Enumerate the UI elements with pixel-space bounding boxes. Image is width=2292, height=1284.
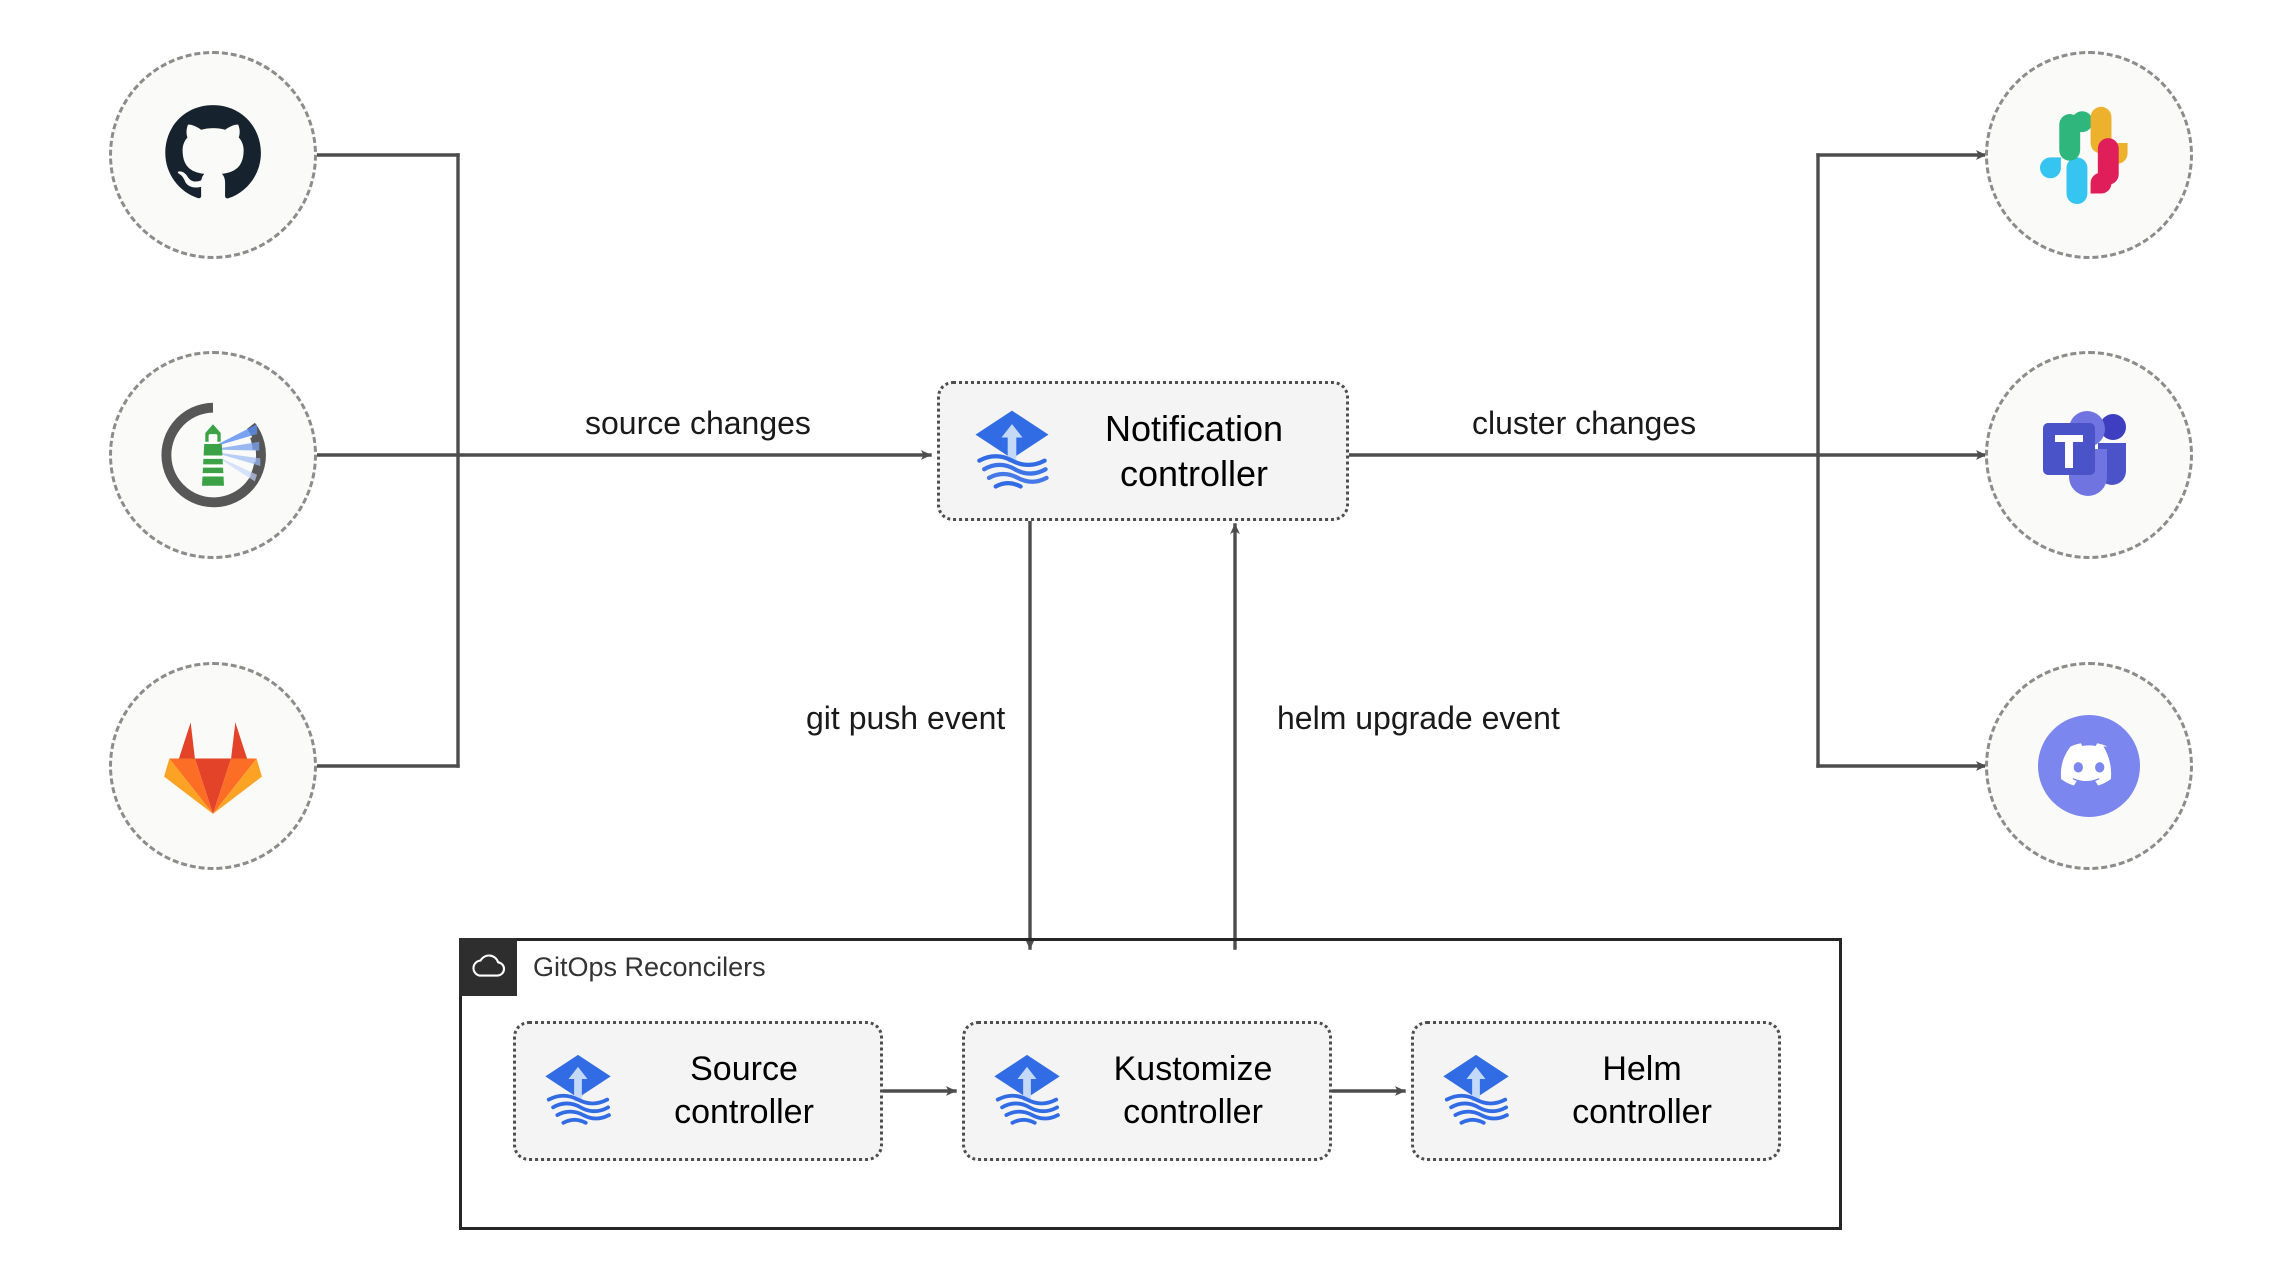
edge-label-git-push-event: git push event	[806, 700, 1006, 736]
notification-controller-label: Notification controller	[1104, 407, 1284, 494]
microsoft-teams-icon	[2037, 407, 2141, 503]
gitops-reconcilers-header: GitOps Reconcilers	[459, 938, 766, 996]
notification-controller-box[interactable]: Notification controller	[937, 381, 1349, 521]
destination-node-slack[interactable]	[1985, 51, 2193, 259]
gitops-reconcilers-title: GitOps Reconcilers	[533, 951, 766, 982]
source-node-gitlab[interactable]	[109, 662, 317, 870]
destination-node-teams[interactable]	[1985, 351, 2193, 559]
edge-label-helm-upgrade-event: helm upgrade event	[1277, 700, 1560, 736]
gitlab-icon	[159, 716, 267, 816]
source-node-flux[interactable]	[109, 351, 317, 559]
edge-label-source-changes: source changes	[585, 405, 811, 441]
flux-cd-logo-icon	[958, 403, 1066, 499]
flux-cd-logo-icon	[979, 1048, 1075, 1134]
source-controller-box[interactable]: Source controller	[513, 1021, 883, 1161]
flux-cd-logo-icon	[1428, 1048, 1524, 1134]
helm-controller-label: Helm controller	[1572, 1050, 1712, 1131]
source-controller-label: Source controller	[674, 1050, 814, 1131]
flux-icon	[158, 400, 268, 510]
kustomize-controller-box[interactable]: Kustomize controller	[962, 1021, 1332, 1161]
slack-icon	[2040, 106, 2138, 204]
discord-icon	[2031, 708, 2147, 824]
kustomize-controller-label: Kustomize controller	[1113, 1050, 1273, 1131]
helm-controller-box[interactable]: Helm controller	[1411, 1021, 1781, 1161]
destination-node-discord[interactable]	[1985, 662, 2193, 870]
flux-cd-logo-icon	[530, 1048, 626, 1134]
github-icon	[161, 103, 265, 207]
cloud-icon	[459, 938, 517, 996]
edge-label-cluster-changes: cluster changes	[1472, 405, 1697, 441]
source-node-github[interactable]	[109, 51, 317, 259]
gitops-reconcilers-container	[459, 938, 1842, 1230]
